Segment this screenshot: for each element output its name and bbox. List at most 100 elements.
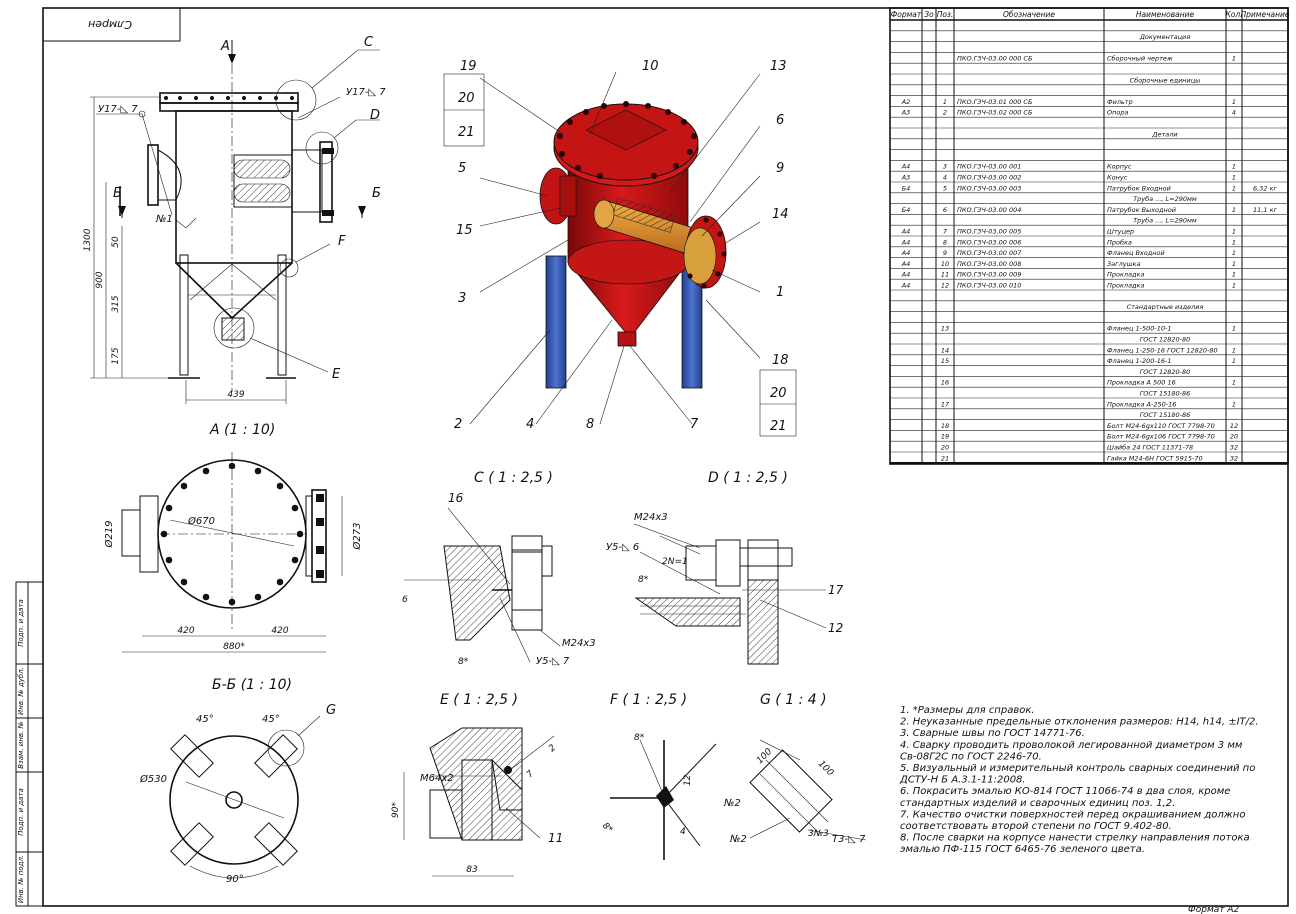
spec-cell: Гайка М24-6Н ГОСТ 5915-70 — [1107, 454, 1203, 462]
spec-header: Наименование — [1136, 10, 1195, 19]
main-front-view: А Б — [83, 35, 386, 404]
view-c-pos-16: 16 — [448, 491, 464, 505]
spec-cell: Шайба 24 ГОСТ 11371-78 — [1107, 444, 1193, 452]
view-e-pos-11: 11 — [548, 831, 563, 845]
spec-section-heading: ГОСТ 15180-86 — [1140, 411, 1191, 419]
spec-cell: ПКО.ГЗЧ-03.00 002 — [957, 174, 1021, 182]
spec-cell: Опора — [1107, 109, 1128, 117]
spec-cell: 6 — [943, 206, 947, 214]
dim-315: 315 — [111, 295, 121, 312]
dim-420-left: 420 — [177, 626, 194, 636]
iso-pos-4: 4 — [526, 417, 534, 432]
note-line: 1. *Размеры для справок. — [900, 705, 1035, 716]
iso-pos-21-top: 21 — [458, 125, 475, 140]
spec-cell: А4 — [901, 271, 911, 279]
dim-50: 50 — [111, 236, 121, 248]
view-g-dim-100b: 100 — [816, 759, 835, 778]
view-a-title: А (1 : 10) — [209, 422, 275, 438]
spec-cell: 13 — [941, 325, 949, 333]
mirrored-stamp-text: Слмрен — [88, 18, 132, 31]
spec-cell: 1 — [1232, 163, 1236, 171]
dia-219: Ø219 — [103, 521, 115, 549]
spec-cell: Болт М24-6gх106 ГОСТ 7798-70 — [1107, 433, 1215, 441]
view-c-dim-6: 6 — [402, 595, 408, 605]
spec-cell: ПКО.ГЗЧ-03.01 000 СБ — [957, 98, 1033, 106]
iso-pos-2: 2 — [454, 417, 462, 432]
iso-pos-7: 7 — [690, 417, 699, 432]
spec-cell: ПКО.ГЗЧ-03.00 008 — [957, 260, 1021, 268]
view-c-bolt: M24x3 — [562, 638, 596, 649]
iso-pos-5: 5 — [458, 161, 466, 176]
spec-cell: А4 — [901, 249, 911, 257]
view-d-weld2: 2N=1 — [662, 557, 688, 567]
view-f-dim-8b: 8* — [600, 821, 615, 836]
dim-880: 880* — [223, 642, 245, 652]
spec-cell: Фланец 1-500-10-1 — [1107, 325, 1171, 333]
view-e: E ( 1 : 2,5 ) M64x2 2 7 90* 83 11 — [391, 692, 563, 877]
view-f: F ( 1 : 2,5 ) 8* 12 4 8* — [600, 692, 717, 860]
note-line: 7. Качество очистки поверхностей перед о… — [900, 809, 1245, 820]
spec-cell: ПКО.ГЗЧ-03.00 003 — [957, 184, 1021, 192]
callout-e: E — [332, 367, 341, 382]
spec-section-heading: Документация — [1139, 33, 1190, 41]
spec-cell: 19 — [941, 433, 949, 441]
iso-view: 19 20 21 10 13 6 9 14 5 15 3 1 18 20 21 … — [443, 59, 797, 437]
spec-cell: 1 — [1232, 249, 1236, 257]
spec-section-heading: ГОСТ 12820-80 — [1140, 336, 1191, 344]
spec-cell: 10 — [941, 260, 949, 268]
view-bb-title: Б-Б (1 : 10) — [212, 677, 292, 693]
iso-pos-1: 1 — [776, 285, 784, 300]
iso-pos-19: 19 — [460, 59, 477, 74]
spec-cell: 32 — [1230, 444, 1238, 452]
view-d-pos-17: 17 — [828, 583, 844, 597]
spec-cell: 1 — [1232, 55, 1236, 63]
spec-cell: 2 — [943, 109, 947, 117]
side-stamp-1: Подп. и дата — [17, 599, 25, 647]
spec-cell: Штуцер — [1107, 228, 1134, 236]
spec-cell: Сборочный чертеж — [1107, 55, 1173, 63]
spec-cell: ПКО.ГЗЧ-03.00 004 — [957, 206, 1021, 214]
spec-cell: 4 — [1232, 109, 1236, 117]
note-line: 5. Визуальный и измерительный контроль с… — [900, 763, 1255, 774]
dim-175: 175 — [111, 347, 121, 364]
spec-cell: 1 — [1232, 346, 1236, 354]
spec-cell: Б4 — [902, 184, 911, 192]
spec-header: Обозначение — [1003, 10, 1055, 19]
spec-section-heading: Сборочные единицы — [1130, 76, 1201, 84]
side-stamp-5: Инв. № подл. — [17, 855, 25, 903]
spec-cell: ПКО.ГЗЧ-03.00 005 — [957, 228, 1021, 236]
view-a: А (1 : 10) Ø670 Ø219 Ø273 420 420 880* — [103, 422, 363, 653]
spec-cell: А4 — [901, 228, 911, 236]
view-e-title: E ( 1 : 2,5 ) — [440, 692, 518, 708]
spec-cell: ПКО.ГЗЧ-03.00 007 — [957, 249, 1022, 257]
note-line: эмалью ПФ-115 ГОСТ 6465-76 зеленого цвет… — [900, 844, 1145, 855]
spec-cell: Пробка — [1107, 238, 1132, 246]
spec-cell: А2 — [901, 98, 911, 106]
format-label: Формат А2 — [1188, 905, 1240, 914]
spec-cell: 18 — [941, 422, 949, 430]
view-g-weld: Т3-◺ 7 — [832, 834, 866, 845]
dim-1300: 1300 — [83, 228, 93, 251]
dim-439: 439 — [227, 390, 244, 400]
spec-cell: 1 — [1232, 238, 1236, 246]
angle-45-left: 45° — [196, 714, 214, 725]
view-bb: Б-Б (1 : 10) G 45° 45° Ø530 90° — [139, 677, 336, 885]
view-c-title: С ( 1 : 2,5 ) — [474, 470, 553, 486]
spec-cell: 1 — [1232, 228, 1236, 236]
iso-pos-14: 14 — [772, 207, 789, 222]
spec-header: Кол. — [1225, 10, 1242, 19]
view-e-dim-7: 7 — [525, 769, 536, 780]
iso-pos-10: 10 — [642, 59, 659, 74]
view-d-bolt: M24x3 — [634, 512, 668, 523]
dia-530: Ø530 — [139, 773, 167, 785]
spec-cell: 1 — [1232, 206, 1236, 214]
spec-section-heading: ГОСТ 15180-86 — [1140, 390, 1191, 398]
spec-cell: Патрубок Входной — [1107, 184, 1171, 192]
view-d: D ( 1 : 2,5 ) M24x3 У5-◺ 6 2N=1 8* 17 12 — [606, 470, 844, 665]
spec-cell: 1 — [1232, 282, 1236, 290]
spec-cell: А4 — [901, 163, 911, 171]
spec-cell: Болт М24-6gх110 ГОСТ 7798-70 — [1107, 422, 1215, 430]
spec-cell: 1 — [1232, 174, 1236, 182]
view-d-pos-12: 12 — [828, 621, 843, 635]
